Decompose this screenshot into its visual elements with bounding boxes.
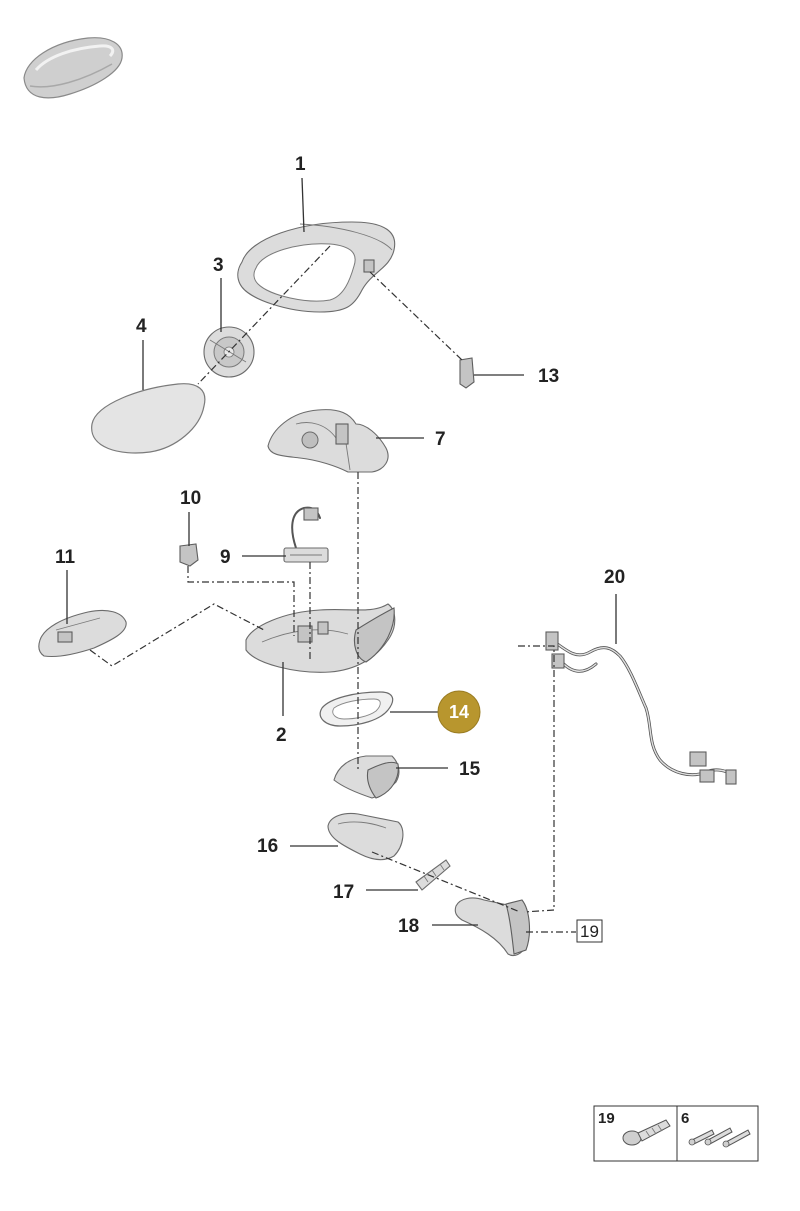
mirror-glass-part[interactable] (91, 383, 206, 454)
carrier-bracket-part[interactable] (267, 409, 389, 473)
callout-labels: 1 3 4 13 7 10 9 11 2 15 16 17 18 20 (55, 154, 625, 937)
callout-19[interactable]: 19 (580, 922, 599, 941)
callout-15[interactable]: 15 (459, 759, 481, 780)
callout-18[interactable]: 18 (398, 916, 419, 937)
callout-13[interactable]: 13 (538, 366, 559, 387)
callout-20[interactable]: 20 (604, 567, 625, 588)
callout-4[interactable]: 4 (136, 316, 147, 337)
clip-strip-part[interactable] (415, 859, 451, 891)
assembly-lines (89, 245, 576, 933)
callout-7[interactable]: 7 (435, 429, 446, 450)
car-thumbnail-icon (23, 37, 123, 99)
lower-cover-part[interactable] (333, 755, 400, 799)
callout-10[interactable]: 10 (180, 488, 201, 509)
callout-9[interactable]: 9 (220, 547, 231, 568)
callout-14-highlighted[interactable]: 14 (437, 690, 481, 734)
cover-cap-part[interactable] (327, 812, 404, 861)
bolt-19-icon (622, 1119, 671, 1146)
mirror-base-part[interactable] (245, 603, 396, 673)
cover-bracket-part[interactable] (38, 609, 127, 658)
clip-part[interactable] (459, 357, 475, 389)
hardware-legend: 19 6 (593, 1105, 759, 1162)
leader-lines (66, 177, 617, 926)
callout-11[interactable]: 11 (55, 547, 76, 568)
mirror-housing-part[interactable] (237, 221, 396, 313)
callout-19-reference[interactable]: 19 (576, 919, 603, 943)
light-module-part[interactable] (283, 506, 329, 563)
callout-3[interactable]: 3 (213, 255, 224, 276)
wiring-harness-part[interactable] (545, 631, 737, 785)
callout-16[interactable]: 16 (257, 836, 278, 857)
seal-gasket-part[interactable] (319, 691, 394, 727)
callout-1[interactable]: 1 (295, 154, 306, 175)
callout-14[interactable]: 14 (449, 702, 469, 722)
callout-2[interactable]: 2 (276, 725, 287, 746)
mounting-arm-part[interactable] (454, 897, 531, 957)
callout-17[interactable]: 17 (333, 882, 354, 903)
legend-label-6: 6 (681, 1110, 689, 1127)
screw-6-icon (688, 1127, 751, 1148)
legend-label-19: 19 (598, 1110, 615, 1127)
connector-part[interactable] (179, 543, 199, 567)
